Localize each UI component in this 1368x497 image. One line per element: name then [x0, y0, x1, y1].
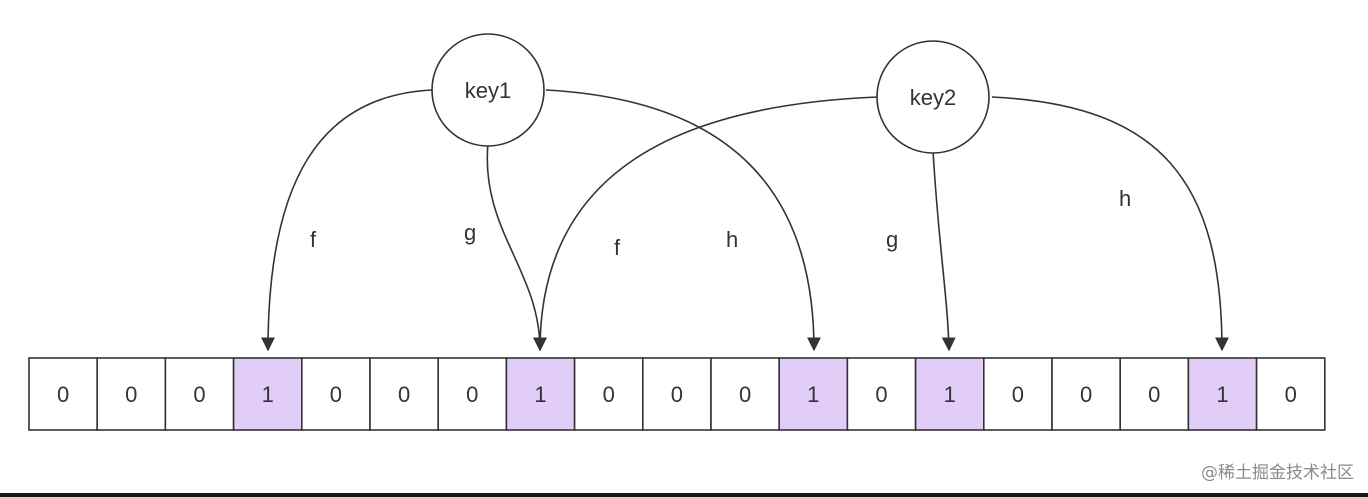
bit-cell-0: 0: [28, 357, 98, 431]
bit-cell-box-5: [369, 357, 439, 431]
edge-label-key2-f: f: [614, 235, 621, 260]
edge-label-key1-f: f: [310, 227, 317, 252]
bit-cell-10: 0: [710, 357, 780, 431]
bit-cell-box-0: [28, 357, 98, 431]
bit-value-5: 0: [398, 382, 410, 407]
bit-cell-15: 0: [1051, 357, 1121, 431]
key1-node: key1: [431, 33, 545, 147]
bit-cell-12: 0: [846, 357, 917, 431]
edge-label-key2-g: g: [886, 227, 898, 252]
edge-label-key1-h: h: [726, 227, 738, 252]
bit-value-8: 0: [603, 382, 615, 407]
bit-value-11: 1: [807, 382, 819, 407]
bit-cell-9: 0: [641, 357, 712, 431]
bit-value-7: 1: [534, 382, 546, 407]
edge-key1-h: [545, 89, 821, 352]
bit-value-17: 1: [1216, 382, 1228, 407]
bit-cell-box-11: [778, 357, 849, 431]
bottom-border: [0, 493, 1368, 497]
bit-cell-box-9: [641, 357, 712, 431]
bit-cell-box-4: [300, 357, 371, 431]
bit-value-16: 0: [1148, 382, 1160, 407]
bit-cell-box-7: [505, 357, 576, 431]
bit-value-15: 0: [1080, 382, 1092, 407]
edge-key2-h: [991, 96, 1229, 352]
edge-labels: f g h f g h: [310, 186, 1131, 260]
key1-circle: [431, 33, 545, 147]
edge-key1-g: [486, 142, 547, 352]
bit-cell-11: 1: [778, 357, 849, 431]
bit-cell-2: 0: [164, 357, 235, 431]
bit-cell-box-10: [710, 357, 780, 431]
bit-cell-13: 1: [914, 357, 985, 431]
bit-value-0: 0: [57, 382, 69, 407]
key2-node: key2: [876, 40, 990, 154]
bit-value-9: 0: [671, 382, 683, 407]
bit-value-6: 0: [466, 382, 478, 407]
bit-cell-17: 1: [1187, 357, 1258, 431]
bit-value-14: 0: [1012, 382, 1024, 407]
bit-value-13: 1: [944, 382, 956, 407]
bit-cell-box-8: [573, 357, 644, 431]
bit-cell-3: 1: [232, 357, 303, 431]
edge-label-key2-h: h: [1119, 186, 1131, 211]
bit-cell-14: 0: [982, 357, 1053, 431]
edge-label-key1-g: g: [464, 220, 476, 245]
hash-edges: [261, 89, 1229, 352]
key1-label: key1: [465, 78, 511, 103]
bit-cell-5: 0: [369, 357, 439, 431]
watermark: @稀土掘金技术社区: [1201, 463, 1354, 483]
bit-cell-6: 0: [437, 357, 508, 431]
edge-key1-f: [261, 89, 434, 352]
bit-value-1: 0: [125, 382, 137, 407]
bit-cell-box-16: [1119, 357, 1190, 431]
edge-key2-f: [533, 96, 879, 352]
bit-cell-7: 1: [505, 357, 576, 431]
bit-value-18: 0: [1285, 382, 1297, 407]
bit-value-3: 1: [262, 382, 274, 407]
bit-cell-box-3: [232, 357, 303, 431]
bit-cell-4: 0: [300, 357, 371, 431]
bit-cell-box-12: [846, 357, 917, 431]
bit-cell-box-13: [914, 357, 985, 431]
bit-value-10: 0: [739, 382, 751, 407]
edge-key2-g: [932, 149, 956, 352]
bit-cell-box-18: [1255, 357, 1326, 431]
key2-circle: [876, 40, 990, 154]
bit-value-4: 0: [330, 382, 342, 407]
bit-cell-8: 0: [573, 357, 644, 431]
bit-array: 0 0 0 1 0 0 0 1 0 0 0 1 0 1 0 0 0 1 0: [28, 357, 1326, 431]
bit-cell-box-17: [1187, 357, 1258, 431]
bit-value-12: 0: [875, 382, 887, 407]
key2-label: key2: [910, 85, 956, 110]
bit-cell-box-6: [437, 357, 508, 431]
bit-cell-16: 0: [1119, 357, 1190, 431]
bit-value-2: 0: [193, 382, 205, 407]
bit-cell-18: 0: [1255, 357, 1326, 431]
bit-cell-1: 0: [96, 357, 167, 431]
